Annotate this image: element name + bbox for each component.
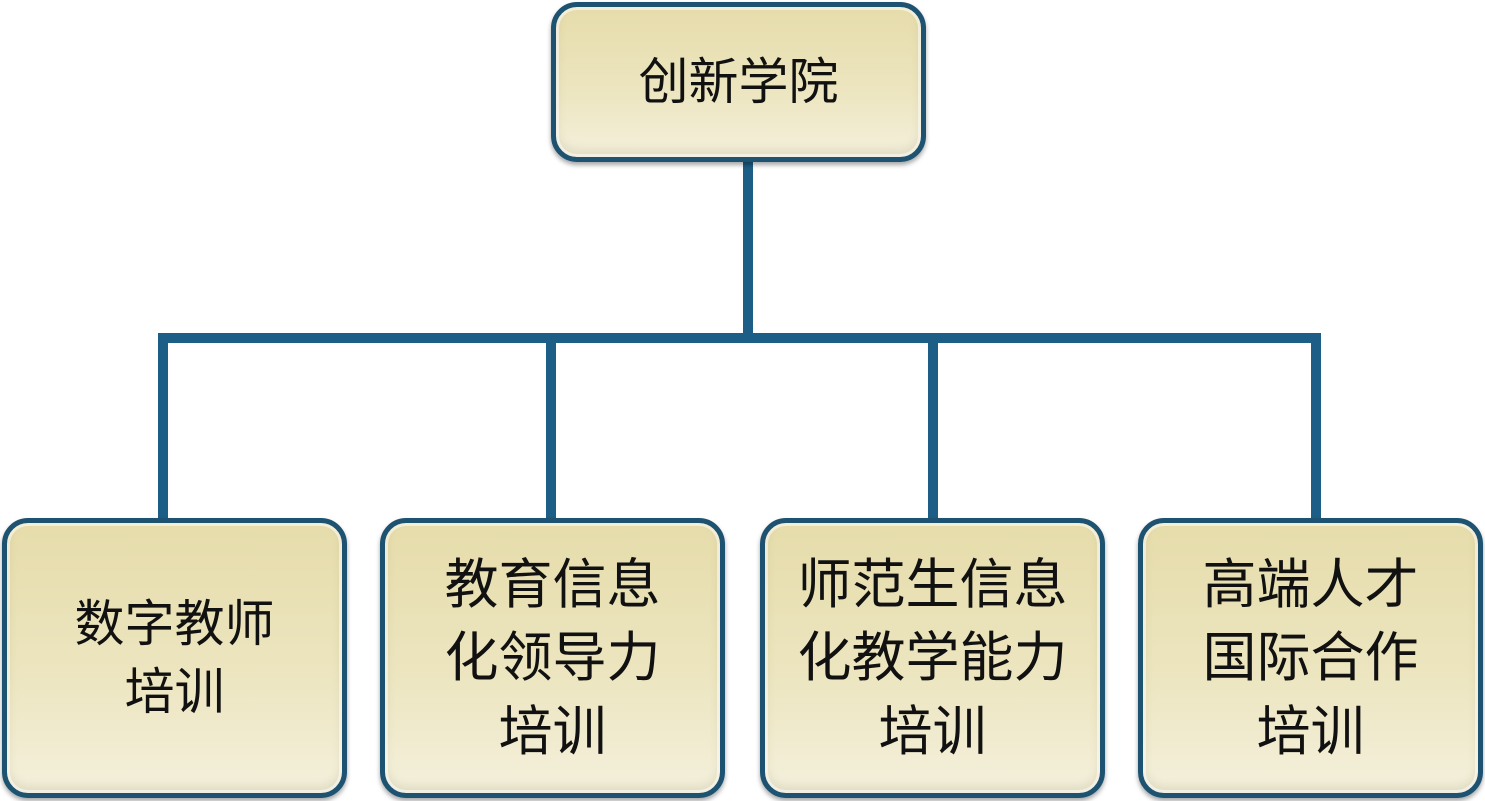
node-label: 高端人才 国际合作 培训: [1202, 552, 1419, 763]
node-label: 教育信息 化领导力 培训: [444, 552, 661, 763]
node-education-informatization-leadership-training: 教育信息 化领导力 培训: [380, 518, 725, 798]
node-label: 师范生信息 化教学能力 培训: [797, 552, 1068, 763]
node-high-end-talent-international-training: 高端人才 国际合作 培训: [1138, 518, 1483, 798]
node-normal-student-it-teaching-training: 师范生信息 化教学能力 培训: [760, 518, 1105, 798]
root-node-label: 创新学院: [638, 53, 839, 111]
node-digital-teacher-training: 数字教师 培训: [2, 518, 347, 798]
node-label: 数字教师 培训: [74, 595, 275, 721]
root-node-innovation-college: 创新学院: [551, 2, 926, 162]
